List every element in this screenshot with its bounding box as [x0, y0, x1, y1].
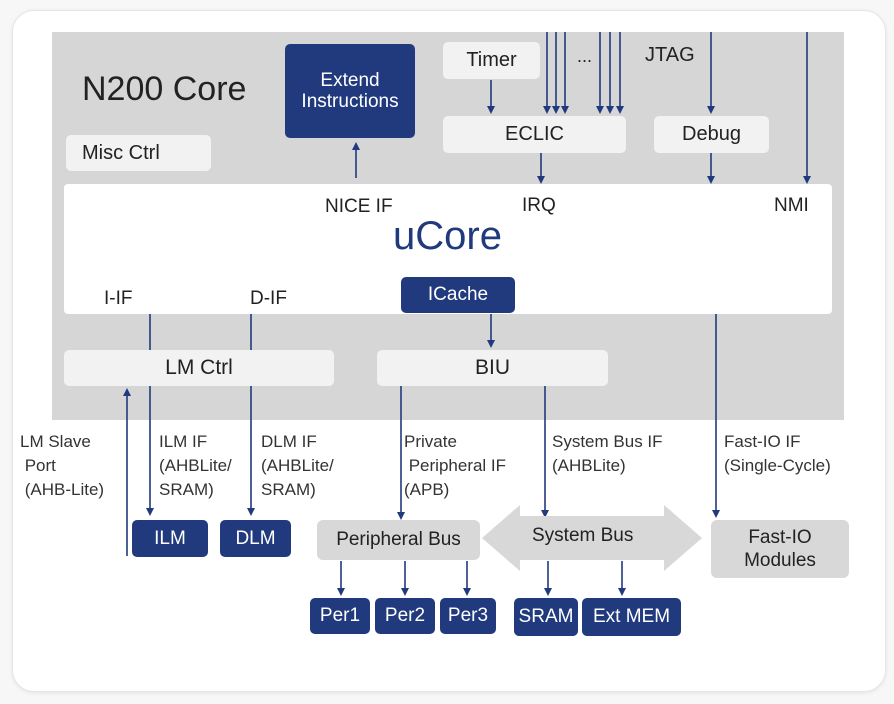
extend-instructions-block: Extend Instructions [285, 44, 415, 138]
ucore-label: uCore [393, 214, 502, 258]
biu-block: BIU [377, 350, 608, 386]
ilm-if-note: ILM IF (AHBLite/ SRAM) [159, 432, 232, 499]
nmi-label: NMI [774, 195, 809, 216]
i-if-label: I-IF [104, 288, 133, 309]
lm-ctrl-block: LM Ctrl [64, 350, 334, 386]
dlm-if-note: DLM IF (AHBLite/ SRAM) [261, 432, 334, 499]
ellipsis-label: ... [577, 46, 593, 66]
system-bus-if-note: System Bus IF (AHBLite) [552, 432, 663, 475]
d-if-label: D-IF [250, 288, 287, 309]
debug-block: Debug [654, 116, 769, 153]
per1-block: Per1 [310, 598, 370, 634]
ext-mem-block: Ext MEM [582, 598, 681, 636]
system-bus-arrow-shape [482, 505, 702, 571]
sram-block: SRAM [514, 598, 578, 636]
private-peripheral-if-note: Private Peripheral IF (APB) [404, 432, 507, 499]
timer-block: Timer [443, 42, 540, 79]
dlm-block: DLM [220, 520, 291, 557]
irq-label: IRQ [522, 195, 556, 216]
icache-block: ICache [401, 277, 515, 313]
per3-block: Per3 [440, 598, 496, 634]
peripheral-bus-block: Peripheral Bus [317, 520, 480, 560]
system-bus-label: System Bus [532, 525, 634, 546]
nice-if-label: NICE IF [325, 196, 393, 217]
fast-io-if-note: Fast-IO IF (Single-Cycle) [724, 432, 831, 475]
jtag-label: JTAG [645, 44, 695, 66]
misc-ctrl-block: Misc Ctrl [66, 135, 211, 171]
lm-slave-port-note: LM Slave Port (AHB-Lite) [20, 432, 105, 499]
fast-io-modules-block: Fast-IO Modules [711, 520, 849, 578]
core-title: N200 Core [82, 70, 247, 108]
per2-block: Per2 [375, 598, 435, 634]
eclic-block: ECLIC [443, 116, 626, 153]
ilm-block: ILM [132, 520, 208, 557]
